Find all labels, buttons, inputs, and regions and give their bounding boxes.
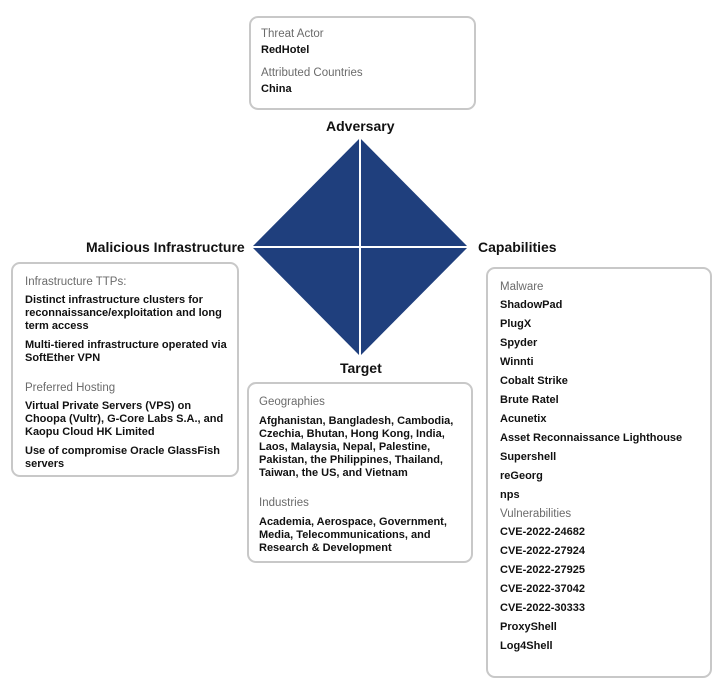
- diamond-model-graphic: [252, 138, 468, 356]
- geographies-value: Afghanistan, Bangladesh, Cambodia, Czech…: [259, 415, 454, 479]
- infrastructure-ttp-item: Multi-tiered infrastructure operated via…: [25, 339, 227, 364]
- infrastructure-box: Infrastructure TTPs: Distinct infrastruc…: [11, 262, 239, 477]
- malware-item: Supershell: [500, 451, 557, 463]
- malware-item: reGeorg: [500, 470, 543, 482]
- malware-item: Acunetix: [500, 413, 547, 425]
- vertex-label-infrastructure: Malicious Infrastructure: [86, 239, 245, 255]
- threat-actor-label: Threat Actor: [261, 28, 324, 40]
- vertex-label-target: Target: [340, 360, 382, 376]
- countries-value: China: [261, 83, 292, 95]
- malware-label: Malware: [500, 281, 544, 293]
- vertex-label-adversary: Adversary: [326, 118, 395, 134]
- vulnerability-item: CVE-2022-30333: [500, 602, 586, 614]
- vulnerability-item: Log4Shell: [500, 640, 553, 652]
- infrastructure-ttps-label: Infrastructure TTPs:: [25, 276, 127, 288]
- adversary-box: Threat Actor RedHotel Attributed Countri…: [249, 16, 476, 110]
- malware-item: nps: [500, 489, 520, 501]
- malware-item: Brute Ratel: [500, 394, 559, 406]
- malware-item: Asset Reconnaissance Lighthouse: [500, 432, 683, 444]
- vulnerability-item: ProxyShell: [500, 621, 557, 633]
- geographies-label: Geographies: [259, 396, 325, 408]
- vulnerabilities-label: Vulnerabilities: [500, 508, 572, 520]
- industries-value: Academia, Aerospace, Government, Media, …: [259, 516, 447, 554]
- malware-item: Winnti: [500, 356, 534, 368]
- malware-item: ShadowPad: [500, 299, 563, 311]
- countries-label: Attributed Countries: [261, 67, 363, 79]
- vulnerability-item: CVE-2022-27924: [500, 545, 586, 557]
- vertex-label-capabilities: Capabilities: [478, 239, 557, 255]
- preferred-hosting-label: Preferred Hosting: [25, 382, 116, 394]
- vulnerability-item: CVE-2022-27925: [500, 564, 586, 576]
- infrastructure-ttp-item: Distinct infrastructure clusters for rec…: [25, 294, 222, 332]
- hosting-item: Virtual Private Servers (VPS) on Choopa …: [25, 400, 224, 438]
- capabilities-box: Malware ShadowPad PlugX Spyder Winnti Co…: [486, 267, 712, 678]
- malware-item: Spyder: [500, 337, 538, 349]
- target-box: Geographies Afghanistan, Bangladesh, Cam…: [247, 382, 473, 563]
- vulnerability-item: CVE-2022-24682: [500, 526, 586, 538]
- vulnerability-item: CVE-2022-37042: [500, 583, 586, 595]
- threat-actor-value: RedHotel: [261, 44, 310, 56]
- hosting-item: Use of compromise Oracle GlassFish serve…: [25, 445, 221, 470]
- industries-label: Industries: [259, 497, 309, 509]
- malware-item: PlugX: [500, 318, 532, 330]
- malware-item: Cobalt Strike: [500, 375, 568, 387]
